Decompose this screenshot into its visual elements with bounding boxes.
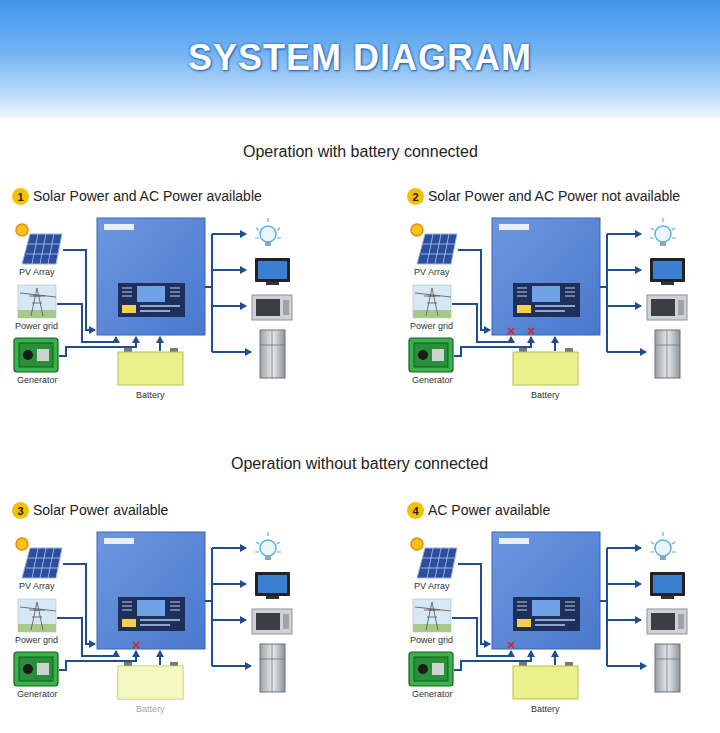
- callout-number: 1: [12, 188, 29, 205]
- callout-number-text: 4: [412, 505, 418, 517]
- source-label: Power grid: [15, 321, 58, 331]
- callout-number: 4: [407, 502, 424, 519]
- section-heading: Operation without battery connected: [231, 455, 488, 473]
- callout-number: 2: [407, 188, 424, 205]
- panel-heading: AC Power available: [428, 502, 550, 518]
- battery-label: Battery: [531, 704, 560, 714]
- panel-heading: Solar Power and AC Power not available: [428, 188, 680, 204]
- callout-number-text: 3: [17, 505, 23, 517]
- callout-number: 3: [12, 502, 29, 519]
- source-label: Power grid: [410, 321, 453, 331]
- source-label: Generator: [412, 375, 453, 385]
- panel-heading: Solar Power and AC Power available: [33, 188, 262, 204]
- source-label: PV Array: [19, 581, 55, 591]
- section-heading: Operation with battery connected: [243, 143, 478, 161]
- panel-heading: Solar Power available: [33, 502, 168, 518]
- source-label: Generator: [17, 375, 58, 385]
- page-title: SYSTEM DIAGRAM: [188, 37, 532, 79]
- callout-number-text: 2: [412, 191, 418, 203]
- battery-label: Battery: [136, 704, 165, 714]
- source-label: PV Array: [414, 581, 450, 591]
- source-label: Power grid: [15, 635, 58, 645]
- battery-label: Battery: [531, 390, 560, 400]
- source-label: Generator: [17, 689, 58, 699]
- source-label: PV Array: [414, 267, 450, 277]
- source-label: Generator: [412, 689, 453, 699]
- battery-label: Battery: [136, 390, 165, 400]
- source-label: PV Array: [19, 267, 55, 277]
- callout-number-text: 1: [17, 191, 23, 203]
- source-label: Power grid: [410, 635, 453, 645]
